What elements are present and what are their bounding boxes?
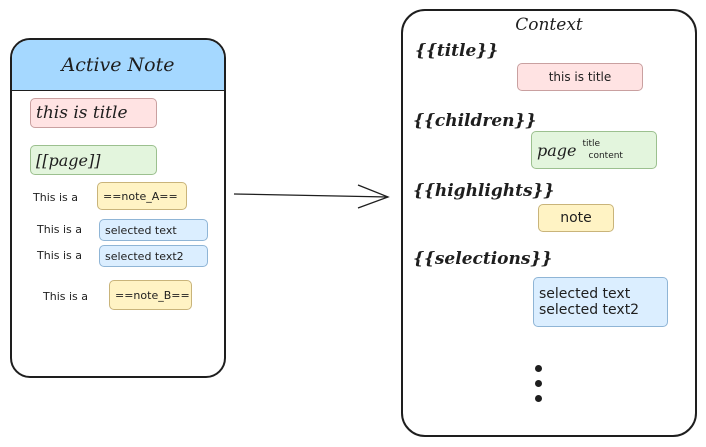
title-variable: {{title}} xyxy=(415,41,499,61)
mapping-arrow xyxy=(233,184,390,209)
active-note-header: Active Note xyxy=(12,40,224,91)
note-line-1-prefix: This is a xyxy=(33,191,78,204)
page-title-chip: this is title xyxy=(30,98,157,128)
page-link-chip: [[page]] xyxy=(30,145,157,175)
highlights-value: note xyxy=(560,210,592,226)
context-title-chip: this is title xyxy=(517,63,643,91)
children-content-text: content xyxy=(588,151,623,161)
page-link-text: [[page]] xyxy=(36,150,101,170)
highlights-variable: {{highlights}} xyxy=(413,181,555,201)
children-title-text: title xyxy=(582,139,601,149)
children-page-text: page xyxy=(537,140,577,160)
selection-value-2: selected text2 xyxy=(539,302,640,318)
note-b-text: ==note_B== xyxy=(115,288,190,302)
active-note-panel: Active Note this is title [[page]] This … xyxy=(10,38,226,378)
note-line-4-prefix: This is a xyxy=(43,290,88,303)
selected-text2-text: selected text2 xyxy=(105,249,184,263)
context-highlights-chip: note xyxy=(538,204,614,232)
context-children-chip: page title content xyxy=(531,131,657,169)
note-b-chip: ==note_B== xyxy=(109,280,192,310)
selected-text-text: selected text xyxy=(105,223,177,237)
selection-value-1: selected text xyxy=(539,286,631,302)
children-variable: {{children}} xyxy=(413,111,537,131)
ellipsis-dot-3 xyxy=(535,395,542,402)
note-a-chip: ==note_A== xyxy=(97,182,187,210)
selected-text-chip: selected text xyxy=(99,219,208,241)
ellipsis-dot-2 xyxy=(535,380,542,387)
note-line-3-prefix: This is a xyxy=(37,249,82,262)
note-a-text: ==note_A== xyxy=(103,189,178,203)
active-note-title: Active Note xyxy=(61,54,175,76)
ellipsis-dot-1 xyxy=(535,365,542,372)
selected-text2-chip: selected text2 xyxy=(99,245,208,267)
note-line-2-prefix: This is a xyxy=(37,223,82,236)
context-title-value: this is title xyxy=(548,70,612,84)
selections-variable: {{selections}} xyxy=(413,249,553,269)
context-title: Context xyxy=(515,15,583,35)
context-selections-chip: selected text selected text2 xyxy=(533,277,668,327)
context-panel: Context {{title}} this is title {{childr… xyxy=(401,9,697,437)
page-title-text: this is title xyxy=(36,103,128,123)
